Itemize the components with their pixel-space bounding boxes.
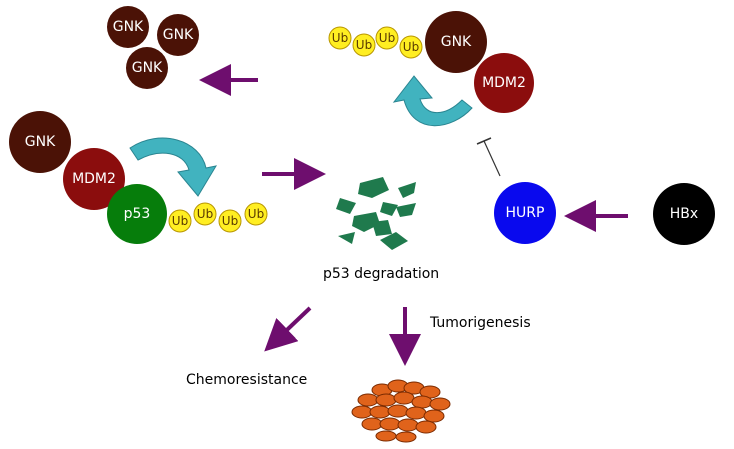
ub-label: Ub [332, 31, 348, 45]
right-complex: Ub Ub Ub Ub GNK MDM2 [328, 11, 534, 177]
tumor-cell [351, 405, 373, 419]
gnk-node [9, 111, 71, 173]
ub-label: Ub [172, 214, 188, 228]
inhibition-bar [476, 137, 492, 145]
ub-label: Ub [356, 38, 372, 52]
fragment-shape [380, 232, 408, 250]
tumor-cell [423, 409, 445, 423]
hbx-label: HBx [670, 206, 698, 222]
gnk-label: GNK [25, 134, 56, 150]
ub-label: Ub [403, 40, 419, 54]
tumor-cell [361, 417, 383, 431]
ub-label: Ub [248, 207, 264, 221]
fragment-shape [372, 220, 392, 236]
gnk-node [126, 47, 168, 89]
tumor-cell [397, 418, 419, 432]
hbx-node [653, 183, 715, 245]
fragment-shape [336, 198, 356, 214]
curved-arrow-icon [392, 75, 473, 127]
ub-node [218, 209, 242, 233]
ub-label: Ub [222, 214, 238, 228]
tumor-cell [429, 397, 451, 411]
tumor-cell [379, 417, 401, 431]
gnk-node [107, 6, 149, 48]
tumorigenesis-label: Tumorigenesis [429, 315, 531, 331]
ub-node [328, 26, 352, 50]
ub-node [244, 202, 268, 226]
ub-node [352, 33, 376, 57]
tumor-cell [369, 405, 391, 419]
p53-fragments [336, 177, 416, 250]
free-gnk-group: GNK GNK GNK [107, 6, 199, 89]
ub-label: Ub [197, 207, 213, 221]
fragment-shape [396, 203, 416, 217]
gnk-label: GNK [132, 60, 163, 76]
gnk-label: GNK [113, 19, 144, 35]
chemoresistance-arrow [264, 306, 312, 352]
degradation-label: p53 degradation [323, 266, 439, 282]
fragment-shape [338, 232, 355, 244]
fragment-shape [380, 202, 398, 216]
fragment-shape [398, 182, 416, 198]
gnk-label: GNK [163, 27, 194, 43]
mdm2-label: MDM2 [482, 75, 526, 91]
curved-arrow-icon [129, 137, 218, 197]
ub-node [168, 209, 192, 233]
ub-node [375, 26, 399, 50]
tumor-cell [411, 395, 433, 409]
chemoresistance-label: Chemoresistance [186, 372, 307, 388]
inhibition-line [483, 140, 501, 177]
mdm2-node [474, 53, 534, 113]
gnk-node [157, 14, 199, 56]
hurp-label: HURP [506, 205, 545, 221]
p53-node [107, 184, 167, 244]
tumor-cell [357, 393, 379, 407]
left-complex: GNK MDM2 p53 Ub Ub Ub Ub [9, 111, 268, 244]
ub-label: Ub [379, 31, 395, 45]
fragment-shape [352, 212, 380, 232]
fragment-shape [358, 177, 389, 198]
tumor-cell [375, 430, 397, 442]
ub-node [399, 35, 423, 59]
tumor-cell [393, 391, 415, 405]
mdm2-label: MDM2 [72, 171, 116, 187]
tumor-cell [415, 420, 437, 434]
tumor-cluster [351, 379, 451, 443]
gnk-label: GNK [441, 34, 472, 50]
gnk-node [425, 11, 487, 73]
tumor-cell [375, 393, 397, 407]
tumor-cell [395, 431, 417, 443]
p53-label: p53 [124, 206, 151, 222]
ub-node [193, 202, 217, 226]
hurp-node [494, 182, 556, 244]
mdm2-node [63, 148, 125, 210]
tumor-cell [387, 404, 409, 418]
tumor-cell [405, 406, 427, 420]
